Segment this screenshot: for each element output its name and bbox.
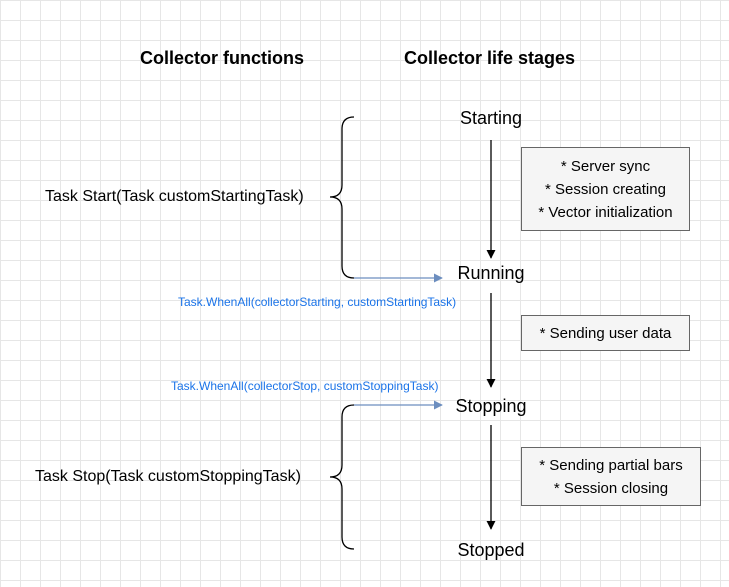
note-line: * Server sync <box>560 157 651 175</box>
start-function-label: Task Start(Task customStartingTask) <box>45 188 304 205</box>
stop-function-label: Task Stop(Task customStoppingTask) <box>35 468 301 485</box>
stage-starting: Starting <box>459 108 523 128</box>
when-all-stop-label: Task.WhenAll(collectorStop, customStoppi… <box>171 379 439 393</box>
note-line: * Session closing <box>553 479 669 497</box>
functions-heading: Collector functions <box>140 48 305 68</box>
stage-stopped: Stopped <box>457 540 525 560</box>
starting-note-box: * Server sync * Session creating * Vecto… <box>521 147 690 231</box>
stages-heading: Collector life stages <box>404 48 576 68</box>
running-note-box: * Sending user data <box>521 315 690 351</box>
note-line: * Session creating <box>545 180 666 198</box>
stop-brace <box>329 404 355 550</box>
start-brace <box>329 116 355 279</box>
stopping-note-box: * Sending partial bars * Session closing <box>521 447 701 506</box>
stage-running: Running <box>457 263 525 283</box>
when-all-starting-label: Task.WhenAll(collectorStarting, customSt… <box>178 295 457 309</box>
note-line: * Sending partial bars <box>539 456 683 474</box>
note-line: * Sending user data <box>539 324 672 342</box>
note-line: * Vector initialization <box>538 203 673 221</box>
stage-stopping: Stopping <box>455 396 527 416</box>
